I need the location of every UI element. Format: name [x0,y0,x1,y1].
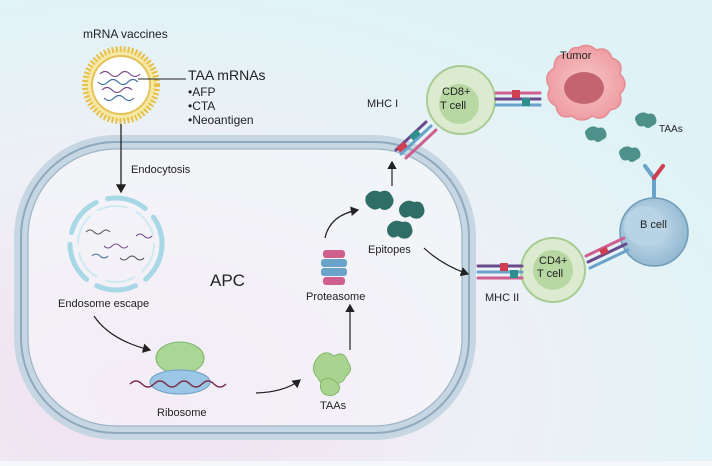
cd4-t-cell [520,237,586,303]
mhc2-arrow [423,247,470,277]
tumor-cell [546,44,626,121]
cargo-item-cta: •CTA [188,99,216,113]
mhc2-complex [476,263,524,280]
b-cell-label: B cell [640,219,667,231]
endosome-escape-label: Endosome escape [58,298,150,310]
vaccine-title: mRNA vaccines [83,27,168,41]
escape-arrow [93,315,152,353]
liposome [82,46,160,124]
processing-arrow [324,206,360,239]
translated-taas [312,352,352,397]
mhc1-label: MHC I [367,98,399,110]
cd8-label-line2: T cell [440,100,467,112]
translated-taas-label: TAAs [320,400,347,412]
endosome [67,195,165,293]
epitopes-label: Epitopes [368,244,411,256]
cd8-tumor-synapse [494,90,542,107]
ribosome-label: Ribosome [157,407,207,419]
endocytosis-label: Endocytosis [131,164,191,176]
cd4-bcell-synapse [584,236,630,270]
mhc2-label: MHC II [485,292,520,304]
apc-label: APC [210,271,245,290]
proteasome [321,250,347,285]
cargo-item-neoantigen: •Neoantigen [188,113,254,127]
cd4-label-line1: CD4+ [539,255,568,267]
mhc1-complex [394,120,438,160]
b-cell [619,197,689,267]
tumor-label: Tumor [560,50,592,62]
translation-arrow [255,379,301,394]
ribosome [129,341,227,395]
cd4-label-line2: T cell [537,268,564,280]
cd8-label-line1: CD8+ [442,86,471,98]
endosome-mrna [85,229,153,261]
proteasome-label: Proteasome [306,291,366,303]
b-cell-antibody [643,164,665,200]
cargo-item-afp: •AFP [188,85,216,99]
cd8-t-cell [426,65,496,135]
cargo-title: TAA mRNAs [188,67,266,83]
epitopes [365,190,425,239]
apc-cell [14,135,476,440]
free-taas [585,112,657,162]
tumor-taas-label: TAAs [659,124,683,135]
